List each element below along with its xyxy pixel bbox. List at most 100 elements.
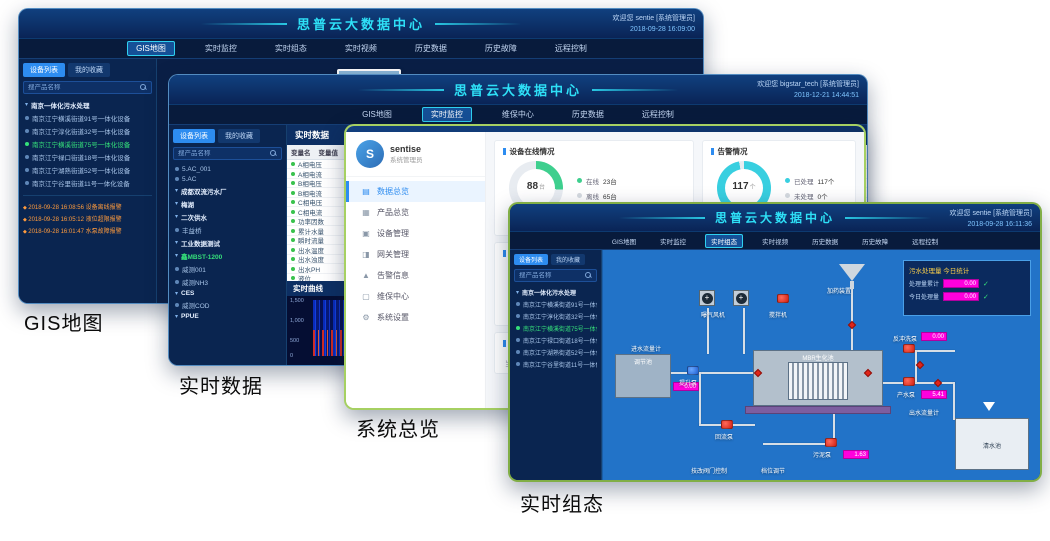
search-icon[interactable] [140,84,147,91]
online-dot-icon [291,228,295,233]
nav-tab[interactable]: 历史数据 [812,238,839,246]
alarm-item[interactable]: 2018-09-28 16:08:56 设备离线报警 [23,200,152,212]
nav-tab[interactable]: 远程控制 [912,238,939,246]
nav-tab[interactable]: 实时组态 [274,44,307,53]
device-list-tab[interactable]: 设备列表 [173,129,215,143]
nav-tab[interactable]: 远程控制 [554,44,587,53]
tree-item[interactable]: 南京江宁湖熟街道52号一体化设备 [23,163,152,176]
tree-item[interactable]: 南京江宁横溪街道91号一体化设备 [514,298,597,310]
online-dot-icon [291,266,295,271]
favorites-tab[interactable]: 我的收藏 [218,129,260,143]
tree-item[interactable]: 南京江宁禄口街道18号一体化设备 [514,334,597,346]
tree-item[interactable]: 南京江宁横溪街道91号一体化设备 [23,111,152,124]
equipment-label: 提升泵 [679,381,698,387]
nav-tab[interactable]: 历史数据 [414,44,447,53]
stats-value-box: 0.00 [943,279,980,288]
tree-item[interactable]: 5.AC [173,174,282,184]
header-deco-left [618,216,705,219]
tree-item[interactable]: 南京江宁谷里街道11号一体化设备 [23,176,152,189]
search-input[interactable] [519,272,582,279]
pump-icon [903,377,915,386]
menu-item[interactable]: ◨ 网关管理 [346,244,485,265]
tree-item[interactable]: 成都双流污水厂 [173,184,282,197]
menu-item[interactable]: ▢ 维保中心 [346,286,485,307]
tree-item[interactable]: 梅湖 [173,197,282,210]
device-list-tab[interactable]: 设备列表 [514,254,549,265]
device-list-tab[interactable]: 设备列表 [23,63,65,77]
menu-item[interactable]: ▦ 产品总览 [346,202,485,223]
tree-item[interactable]: 鑫MBST-1200 [173,249,282,262]
data-value-box: 1.63 [843,450,869,459]
tree-item[interactable]: 丰益桥 [173,223,282,236]
tree-item[interactable]: 南京江宁禄口街道18号一体化设备 [23,150,152,163]
menu-item[interactable]: ▤ 数据总览 [346,181,485,202]
menu-item[interactable]: ⚙ 系统设置 [346,307,485,328]
confirm-icon[interactable] [983,293,989,301]
w1-sidebar: 设备列表 我的收藏 南京一体化污水处理南京江宁横溪街道91号一体化设备南京江宁淳… [19,59,157,303]
nav-tab[interactable]: 历史故障 [484,44,517,53]
alarm-item[interactable]: 2018-09-28 16:01:47 水泵故障报警 [23,224,152,236]
online-dot-icon [291,190,295,195]
nav-tab[interactable]: GIS地图 [362,110,392,119]
tree-item[interactable]: 南京一体化污水处理 [23,98,152,111]
tree-item[interactable]: 南京江宁横溪街道75号一体化设备 [514,322,597,334]
tree-item[interactable]: 南京江宁淳化街道32号一体化设备 [514,310,597,322]
legend-value: 23台 [603,178,617,186]
tree-item-label: 南京江宁淳化街道32号一体化设备 [523,314,597,321]
y-axis-label: 0 [290,353,294,359]
alarm-item[interactable]: 2018-09-28 16:05:12 液位超限报警 [23,212,152,224]
nav-tab[interactable]: 实时监控 [204,44,237,53]
tree-item[interactable]: 5.AC_001 [173,164,282,174]
valve-icon [915,360,925,370]
favorites-tab[interactable]: 我的收藏 [551,254,586,265]
tree-item[interactable]: 威测COD [173,298,282,311]
tree-item[interactable]: 南京一体化污水处理 [514,286,597,298]
status-dot-icon [516,326,520,330]
tree-item[interactable]: 南京江宁淳化街道32号一体化设备 [23,124,152,137]
online-dot-icon [291,181,295,185]
panel-title: 实时数据 [295,130,330,140]
nav-tab[interactable]: 远程控制 [641,110,674,119]
menu-item-label: 维保中心 [377,292,409,301]
tree-item[interactable]: PPUE [173,311,282,321]
nav-tab[interactable]: GIS地图 [127,41,175,56]
nav-tab[interactable]: 实时视频 [344,44,377,53]
nav-tab[interactable]: 维保中心 [501,110,534,119]
nav-tab[interactable]: 实时组态 [705,233,744,248]
tree-item[interactable]: 南京江宁谷里街道11号一体化设备 [514,358,597,370]
tree-item[interactable]: 工业数据测试 [173,236,282,249]
w2-header: 思普云大数据中心 欢迎您 bigstar_tech [系统管理员] 2018-1… [169,75,867,105]
nav-tab[interactable]: GIS地图 [611,238,637,246]
tree-item-label: 成都双流污水厂 [181,188,227,196]
menu-item[interactable]: ▣ 设备管理 [346,223,485,244]
tree-item[interactable]: 威测001 [173,262,282,275]
variable-name: 累计水量 [298,228,324,236]
favorites-tab[interactable]: 我的收藏 [68,63,110,77]
dosing-hopper [839,264,865,281]
tree-item[interactable]: 威测NH3 [173,275,282,288]
tree-item[interactable]: CES [173,288,282,298]
search-input[interactable] [178,150,267,157]
nav-tab[interactable]: 实时监控 [421,107,472,122]
tree-item[interactable]: 二次供水 [173,210,282,223]
search-icon[interactable] [270,150,277,157]
status-dot-icon [175,266,179,271]
menu-item[interactable]: ▲ 告警信息 [346,265,485,286]
search-icon[interactable] [585,272,592,279]
w3-top-strip [346,126,864,132]
tank: 调节池 [615,354,671,398]
nav-tab[interactable]: 历史故障 [862,238,889,246]
online-dot-icon [291,209,295,214]
confirm-icon[interactable] [983,280,989,288]
legend-dot-icon [577,193,582,198]
tree-item-label: 鑫MBST-1200 [181,253,223,261]
nav-tab[interactable]: 实时监控 [660,238,687,246]
search-input[interactable] [28,84,137,91]
nav-tab[interactable]: 历史数据 [571,110,604,119]
tree-item[interactable]: 南京江宁湖熟街道52号一体化设备 [514,346,597,358]
nav-tab[interactable]: 实时视频 [762,238,789,246]
column-header: 变量名 [291,149,311,157]
tree-item[interactable]: 南京江宁横溪街道75号一体化设备 [23,137,152,150]
